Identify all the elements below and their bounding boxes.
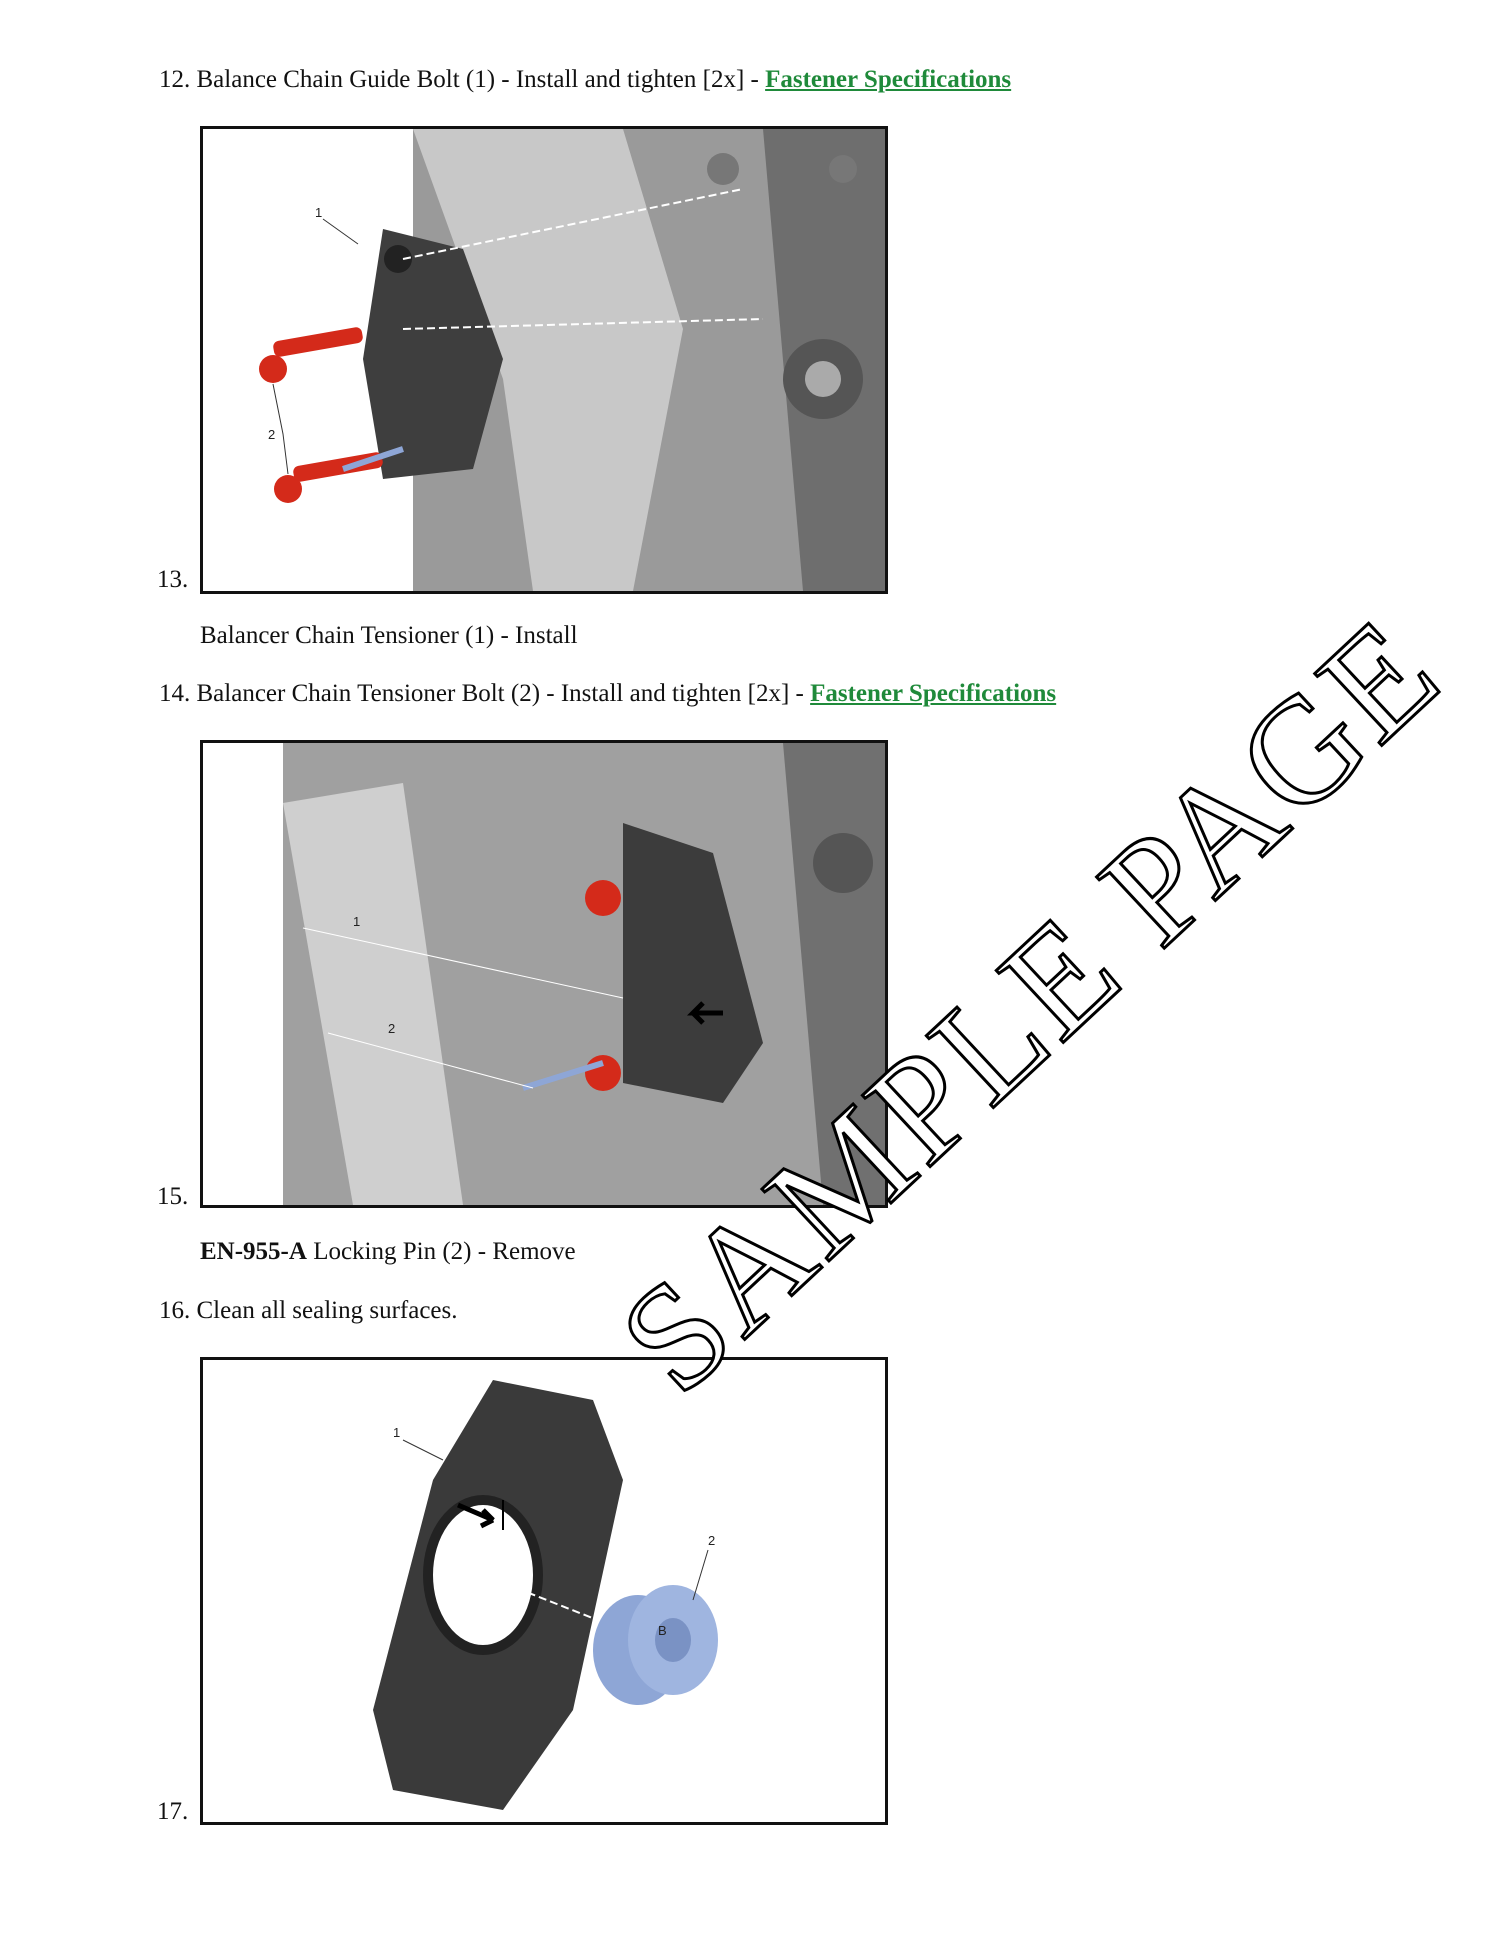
engine-guide-illustration: 1 2 [259,129,885,591]
step-15-caption: EN-955-A Locking Pin (2) - Remove [200,1238,576,1266]
fastener-specifications-link[interactable]: Fastener Specifications [810,680,1057,707]
step-13-caption: Balancer Chain Tensioner (1) - Install [200,622,578,649]
step-text: Balancer Chain Tensioner Bolt (2) - Inst… [196,680,811,707]
step-12: 12. Balance Chain Guide Bolt (1) - Insta… [159,66,1011,94]
step-number: 14. [159,680,191,707]
caption-text: Locking Pin (2) - Remove [306,1238,576,1265]
step-text: Clean all sealing surfaces. [196,1297,458,1324]
step-15-number: 15. [157,1183,189,1210]
step-13-number: 13. [157,566,189,593]
front-cover-illustration: 1 2 B [373,1380,718,1810]
step-17-number: 17. [157,1798,189,1825]
callout-2: 2 [388,1021,395,1036]
tool-number: EN-955-A [200,1238,307,1265]
callout-1: 1 [353,914,360,929]
step-number: 16. [159,1297,191,1324]
step-text: Balance Chain Guide Bolt (1) - Install a… [196,66,766,93]
step-number: 12. [159,66,191,93]
callout-b: B [658,1623,667,1638]
callout-2: 2 [268,427,275,442]
step-16: 16. Clean all sealing surfaces. [159,1297,458,1325]
fastener-specifications-link[interactable]: Fastener Specifications [765,66,1012,93]
engine-tensioner-illustration: 1 2 [283,743,885,1205]
figure-front-cover: 1 2 B [200,1357,888,1825]
callout-1: 1 [393,1425,400,1440]
step-14: 14. Balancer Chain Tensioner Bolt (2) - … [159,680,1056,708]
figure-guide-bolt: 1 2 [200,126,888,594]
figure-tensioner-bolt: 1 2 [200,740,888,1208]
callout-1: 1 [315,205,322,220]
callout-2: 2 [708,1533,715,1548]
